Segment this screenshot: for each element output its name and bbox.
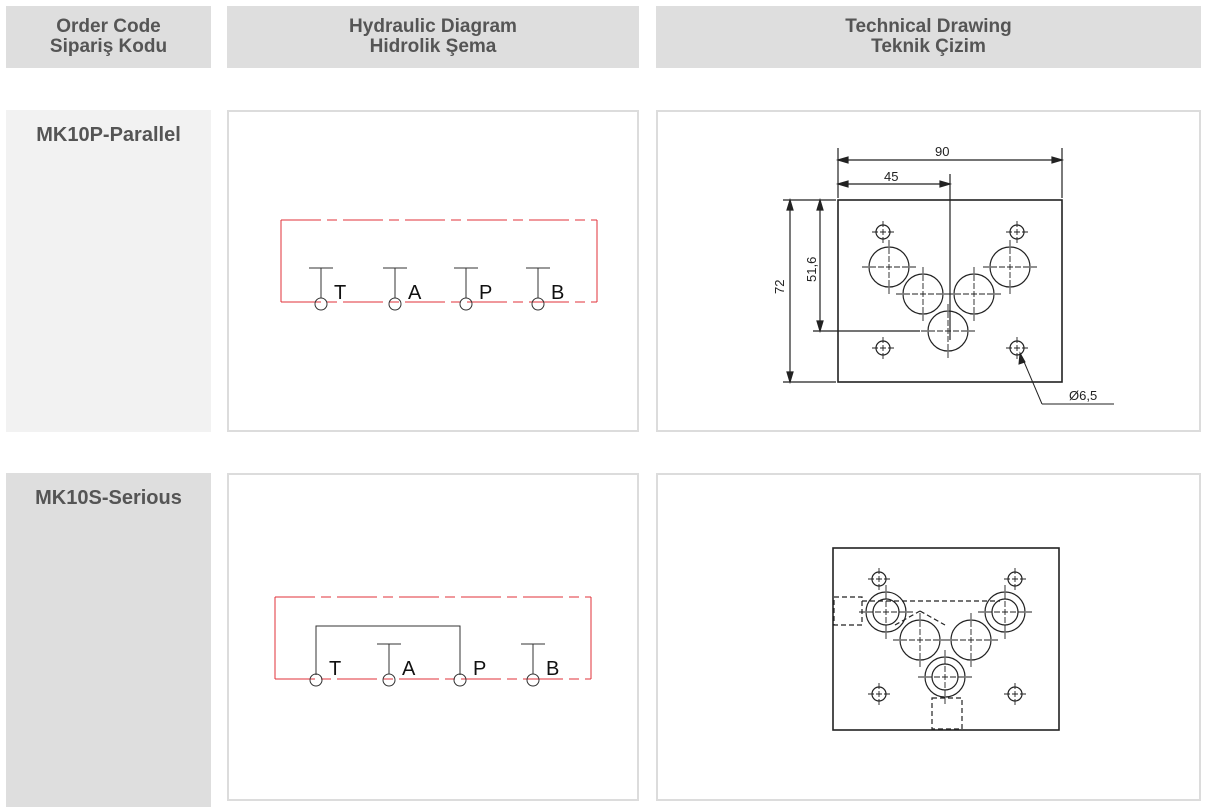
hydraulic-diagram-parallel: T A P B xyxy=(280,219,598,311)
order-code-label-1: MK10P-Parallel xyxy=(36,124,181,146)
port-label-b: B xyxy=(551,282,564,304)
header-technical-drawing: Technical Drawing Teknik Çizim xyxy=(656,6,1201,68)
port-holes-serial xyxy=(865,591,1026,698)
dimension-label-hole: Ø6,5 xyxy=(1069,388,1097,403)
subplate-body-serial xyxy=(832,547,1060,731)
subplate-outline-serial xyxy=(274,596,592,680)
port-label-p-serial: P xyxy=(473,658,486,680)
dimension-height-51-6 xyxy=(816,197,824,334)
internal-channels xyxy=(833,596,1000,730)
header-technical-en: Technical Drawing xyxy=(845,16,1012,37)
dimension-label-90: 90 xyxy=(935,144,949,159)
header-technical-tr: Teknik Çizim xyxy=(871,36,986,57)
port-label-a: A xyxy=(408,282,422,304)
port-p-symbol-serial xyxy=(453,673,467,687)
port-a-symbol xyxy=(383,267,407,311)
hydraulic-diagram-serial: T A P B xyxy=(274,596,592,687)
port-p-symbol xyxy=(454,267,478,311)
center-marks xyxy=(862,221,1037,359)
port-label-p: P xyxy=(479,282,492,304)
port-label-t-serial: T xyxy=(329,658,341,680)
port-a-symbol-serial xyxy=(377,643,401,687)
header-order-code-en: Order Code xyxy=(56,16,161,37)
technical-drawing-panel-2 xyxy=(656,473,1201,801)
dimension-height-72 xyxy=(786,197,794,385)
center-marks-serial xyxy=(859,568,1032,705)
header-order-code-tr: Sipariş Kodu xyxy=(49,36,168,57)
hydraulic-diagram-panel-1: T A P B xyxy=(227,110,639,432)
header-hydraulic-diagram: Hydraulic Diagram Hidrolik Şema xyxy=(227,6,639,68)
dimension-label-72: 72 xyxy=(772,280,787,294)
serial-connection-line xyxy=(315,625,461,675)
port-symbols xyxy=(309,267,550,311)
header-hydraulic-tr: Hidrolik Şema xyxy=(369,36,497,57)
order-code-cell-2: MK10S-Serious xyxy=(6,473,211,807)
dimension-width-90 xyxy=(835,156,1065,164)
technical-drawing-serial xyxy=(832,547,1060,731)
header-order-code: Order Code Sipariş Kodu xyxy=(6,6,211,68)
dimension-half-45 xyxy=(835,180,953,188)
port-label-a-serial: A xyxy=(402,658,416,680)
subplate-outline xyxy=(280,219,598,303)
order-code-cell-1: MK10P-Parallel xyxy=(6,110,211,432)
hole-diameter-leader xyxy=(1018,351,1114,405)
port-b-symbol xyxy=(526,267,550,311)
port-label-b-serial: B xyxy=(546,658,559,680)
port-holes xyxy=(868,246,1031,352)
order-code-label-2: MK10S-Serious xyxy=(35,487,182,509)
port-t-symbol-serial xyxy=(309,673,323,687)
port-label-t: T xyxy=(334,282,346,304)
header-hydraulic-en: Hydraulic Diagram xyxy=(349,16,517,37)
port-b-symbol-serial xyxy=(521,643,545,687)
technical-drawing-panel-1: 90 45 72 51,6 Ø6,5 xyxy=(656,110,1201,432)
port-t-symbol xyxy=(309,267,333,311)
dimension-label-51-6: 51,6 xyxy=(804,257,819,282)
dimension-label-45: 45 xyxy=(884,169,898,184)
mounting-holes-serial xyxy=(871,571,1023,702)
hydraulic-diagram-panel-2: T A P B xyxy=(227,473,639,801)
technical-drawing-parallel: 90 45 72 51,6 Ø6,5 xyxy=(772,144,1114,405)
